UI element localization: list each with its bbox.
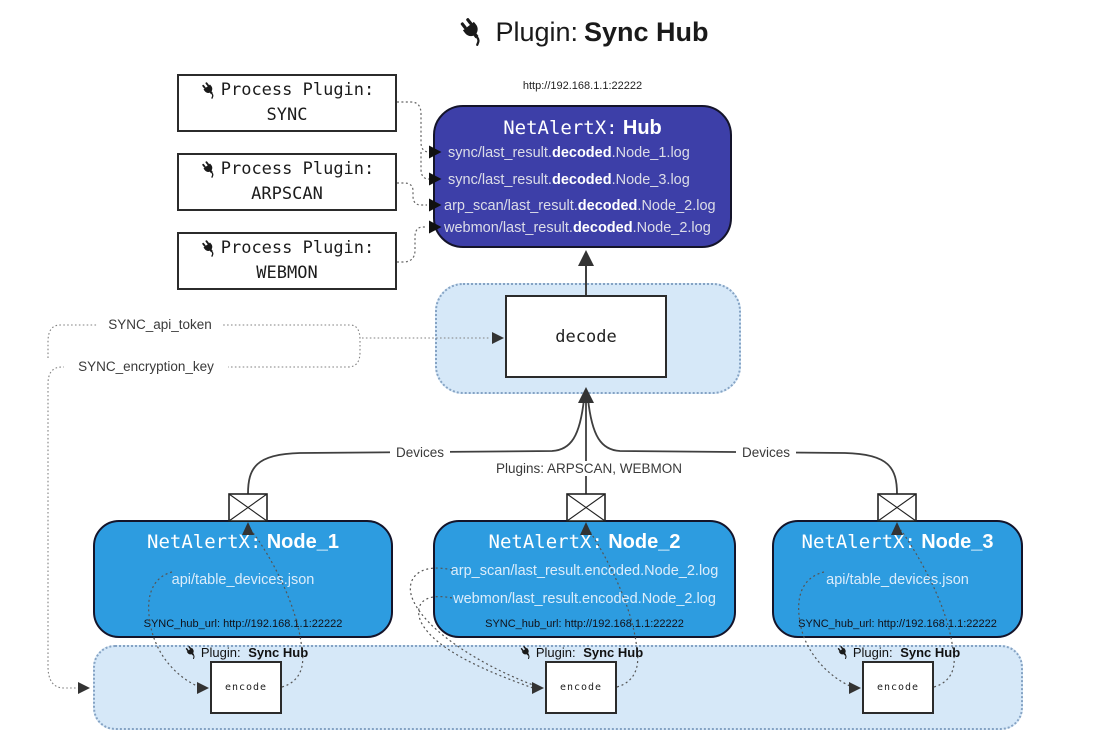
process-plugin-label: Process Plugin: xyxy=(220,237,375,258)
netalertx-node3-box: NetAlertX: Node_3 api/table_devices.json… xyxy=(772,520,1023,638)
node-file: webmon/last_result.encoded.Node_2.log xyxy=(453,591,716,607)
hub-log-row: webmon/last_result.decoded.Node_2.log xyxy=(444,220,711,236)
envelope-icon xyxy=(566,493,606,522)
sync-encryption-key-label: SYNC_encryption_key xyxy=(64,359,228,374)
netalertx-node1-box: NetAlertX: Node_1 api/table_devices.json… xyxy=(93,520,393,638)
node-hub-url: SYNC_hub_url: http://192.168.1.1:22222 xyxy=(485,618,684,630)
decode-to-hub-arrowhead xyxy=(578,250,594,266)
node-title: NetAlertX: Node_3 xyxy=(801,531,994,553)
band-label-sync-hub: Plugin: Sync Hub xyxy=(813,645,983,660)
process-plugin-name: WEBMON xyxy=(256,263,318,283)
netalertx-node2-box: NetAlertX: Node_2 arp_scan/last_result.e… xyxy=(433,520,736,638)
node-hub-url: SYNC_hub_url: http://192.168.1.1:22222 xyxy=(143,618,343,630)
process-plugin-webmon-box: Process Plugin: WEBMON xyxy=(177,232,397,290)
sync-api-token-label: SYNC_api_token xyxy=(98,317,222,332)
encode-box: encode xyxy=(862,661,934,714)
netalertx-hub-box: NetAlertX: Hub sync/last_result.decoded.… xyxy=(433,105,732,248)
node-to-decode-curves xyxy=(247,392,898,495)
encode-box: encode xyxy=(210,661,282,714)
band-label-sync-hub: Plugin: Sync Hub xyxy=(161,645,331,660)
plugin-to-hub-connectors xyxy=(397,101,430,263)
envelope-icon xyxy=(228,493,268,522)
devices-label-right: Devices xyxy=(736,445,796,460)
plug-icon xyxy=(836,645,851,660)
node-file: api/table_devices.json xyxy=(171,572,315,588)
page-title: Plugin: Sync Hub xyxy=(383,16,783,48)
process-plugin-arpscan-box: Process Plugin: ARPSCAN xyxy=(177,153,397,211)
title-text: Plugin: xyxy=(495,16,579,47)
hub-title: NetAlertX: Hub xyxy=(435,117,730,140)
hub-title-bold: Hub xyxy=(622,117,662,139)
config-band-arrowhead xyxy=(78,682,90,694)
plug-icon xyxy=(457,16,489,48)
process-plugin-name: ARPSCAN xyxy=(251,184,323,204)
process-plugin-sync-box: Process Plugin: SYNC xyxy=(177,74,397,132)
node-title: NetAlertX: Node_2 xyxy=(488,531,681,553)
plug-icon xyxy=(200,160,219,179)
node-file: arp_scan/last_result.encoded.Node_2.log xyxy=(450,563,719,579)
band-label-sync-hub: Plugin: Sync Hub xyxy=(496,645,666,660)
title-text-bold: Sync Hub xyxy=(584,16,709,47)
envelope-icons xyxy=(228,493,917,522)
hub-log-row: sync/last_result.decoded.Node_1.log xyxy=(448,145,690,161)
process-plugin-label: Process Plugin: xyxy=(220,79,375,100)
hub-log-row: sync/last_result.decoded.Node_3.log xyxy=(448,172,690,188)
hub-url-label: http://192.168.1.1:22222 xyxy=(522,80,643,92)
plug-icon xyxy=(200,81,219,100)
decode-box: decode xyxy=(505,295,667,378)
plugins-label: Plugins: ARPSCAN, WEBMON xyxy=(496,461,683,476)
process-plugin-name: SYNC xyxy=(266,105,308,125)
devices-label-left: Devices xyxy=(390,445,450,460)
hub-log-row: arp_scan/last_result.decoded.Node_2.log xyxy=(444,198,716,214)
node-title: NetAlertX: Node_1 xyxy=(147,531,339,553)
node-hub-url: SYNC_hub_url: http://192.168.1.1:22222 xyxy=(798,618,997,630)
plug-icon xyxy=(519,645,534,660)
hub-title-mono: NetAlertX: xyxy=(503,117,618,139)
envelope-icon xyxy=(877,493,917,522)
node-file: api/table_devices.json xyxy=(826,572,969,588)
plug-icon xyxy=(184,645,199,660)
plug-icon xyxy=(200,239,219,258)
encode-box: encode xyxy=(545,661,617,714)
process-plugin-label: Process Plugin: xyxy=(220,158,375,179)
